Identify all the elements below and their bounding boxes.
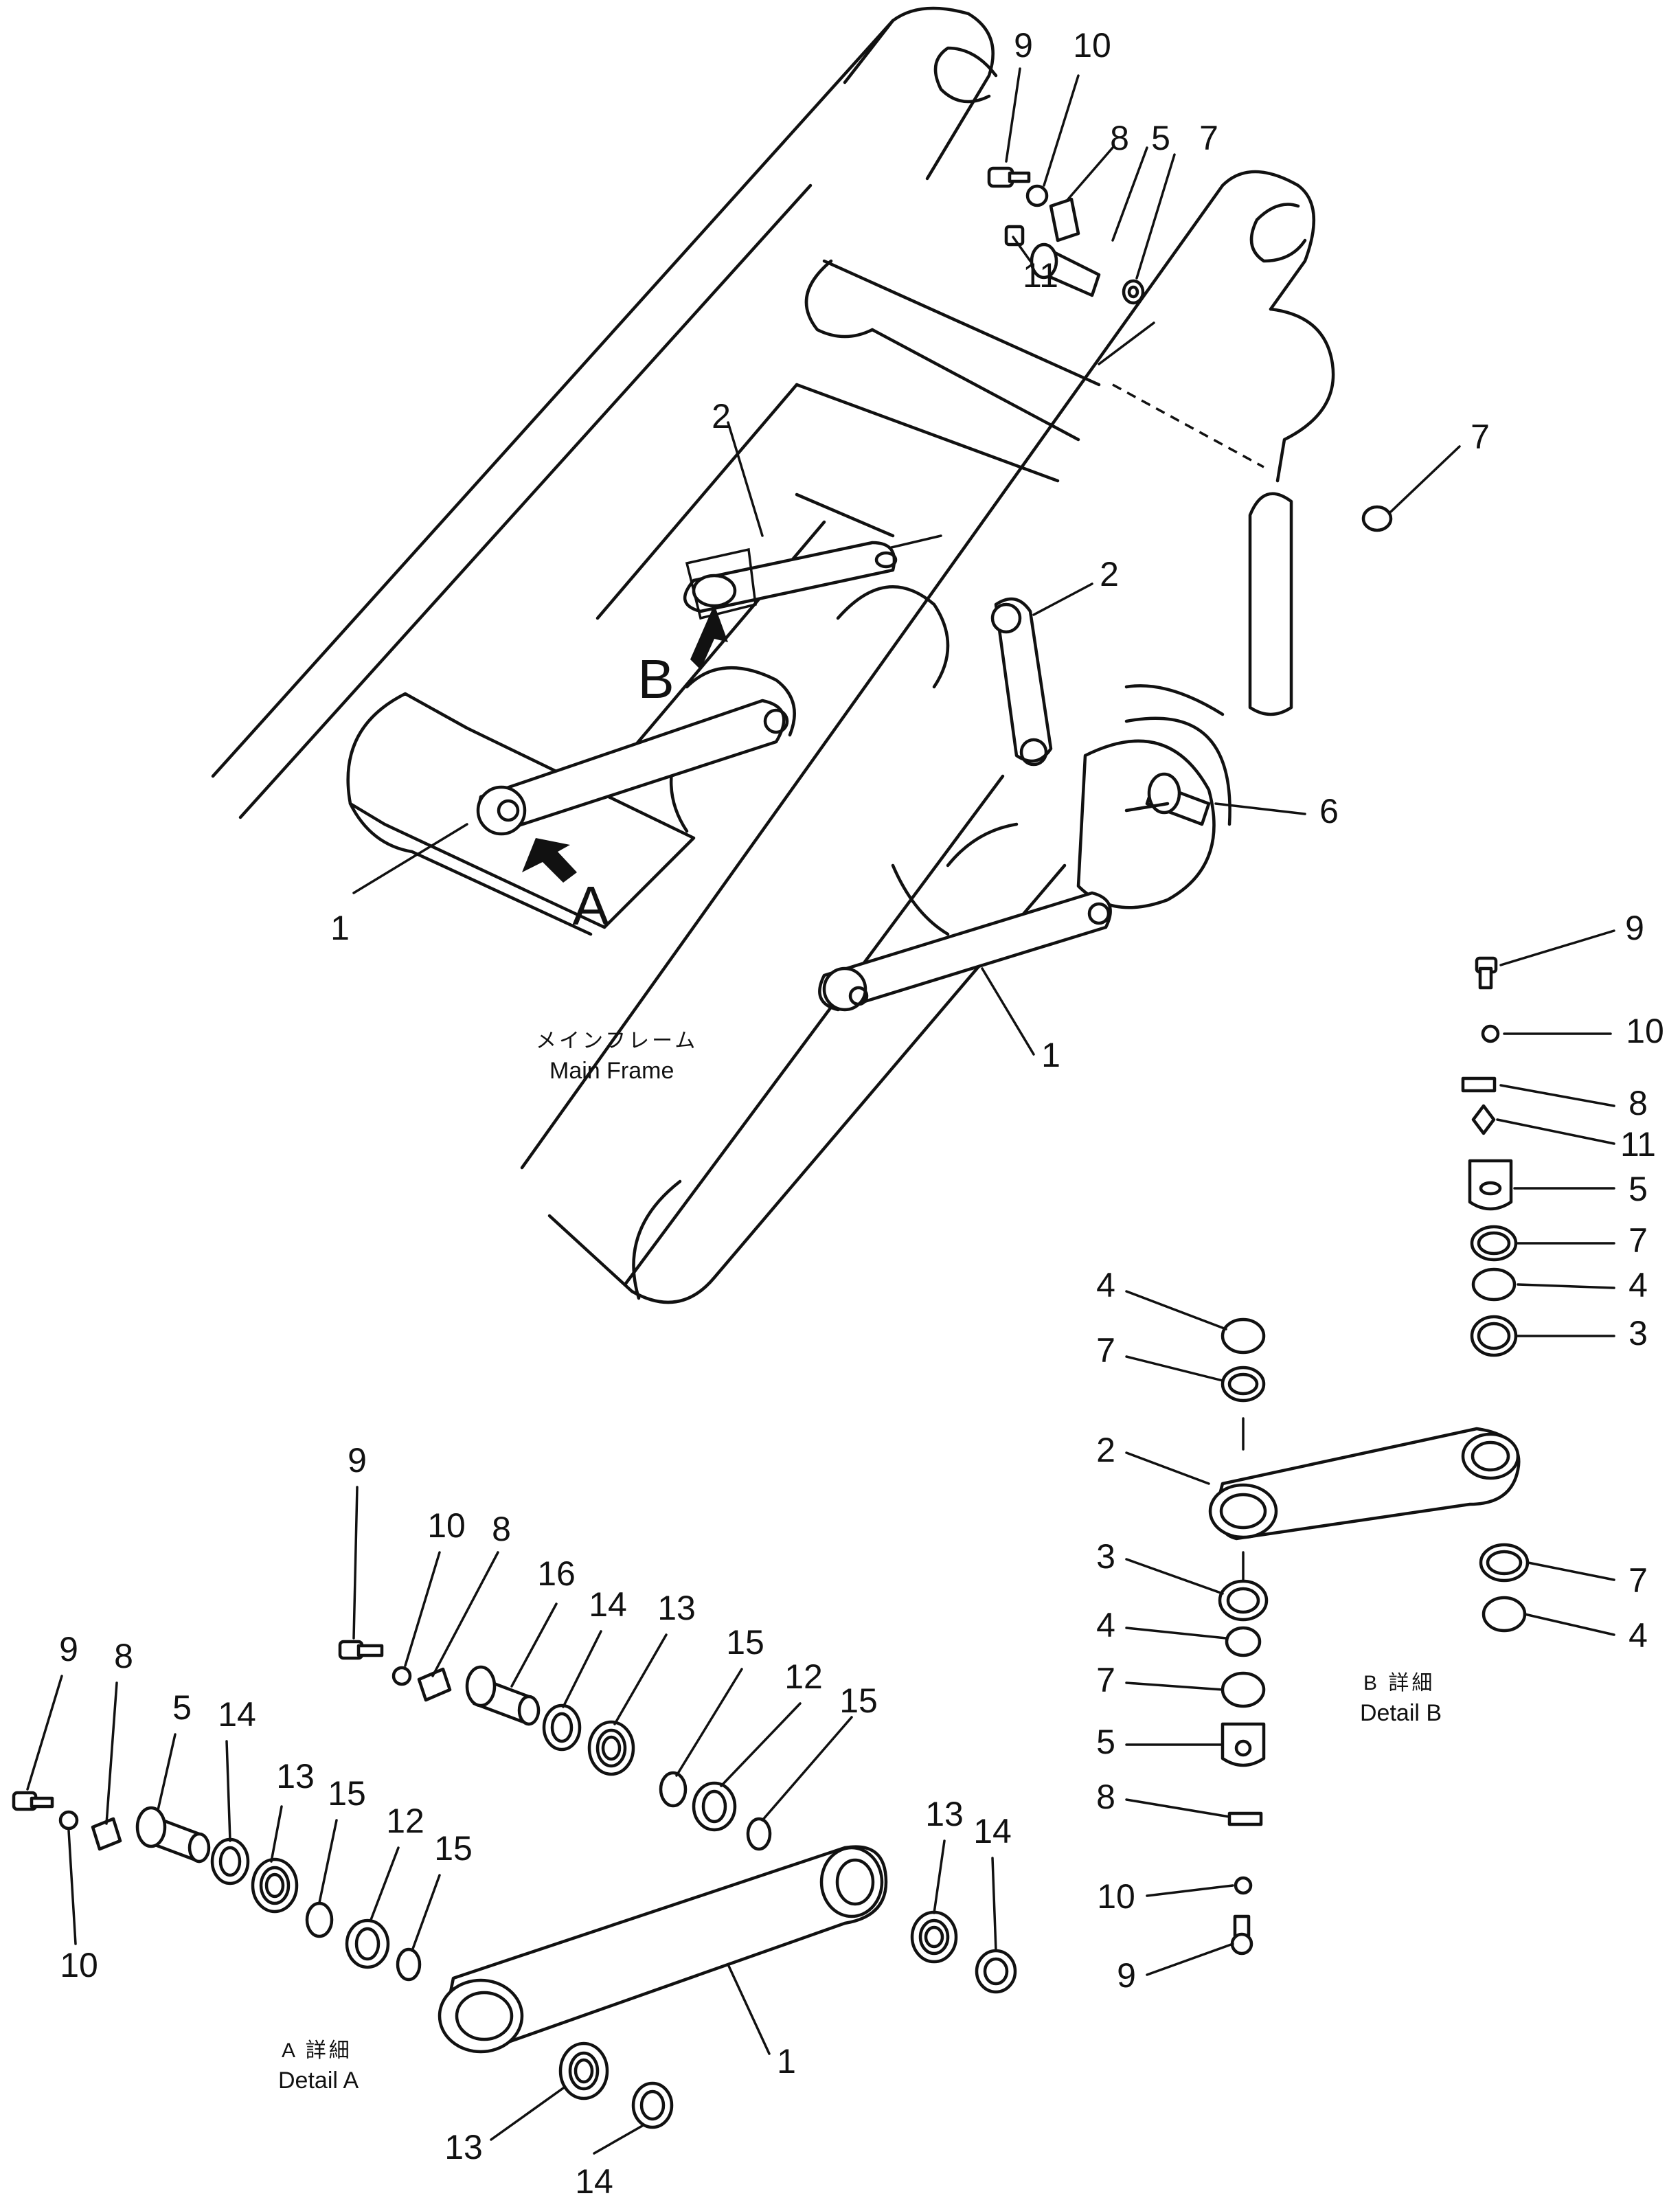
callout-a5l: 5: [172, 1688, 192, 1727]
main-link-1-upper: [476, 699, 789, 836]
detail-a-link-1: [438, 1845, 1017, 2129]
main-frame-caption-jp: メインフレーム: [536, 1030, 698, 1052]
main-pin-6: [1124, 772, 1211, 826]
callout-b9t: 9: [1625, 909, 1644, 947]
callout-b9l: 9: [1117, 1956, 1136, 1995]
callout-b11: 11: [1620, 1125, 1656, 1164]
callout-b4t: 4: [1628, 1266, 1648, 1304]
detail-a-lower-stack: [12, 1791, 422, 1982]
arrow-a-icon: [522, 838, 577, 883]
callout-a14t: 14: [589, 1585, 627, 1624]
main-link-2-lower: [990, 597, 1053, 767]
main-washer-7: [1361, 505, 1393, 532]
callout-b8l: 8: [1096, 1778, 1115, 1816]
callout-a16: 16: [537, 1554, 576, 1593]
callout-b5t: 5: [1628, 1170, 1648, 1208]
callout-b10l: 10: [1097, 1877, 1135, 1916]
callout-b3l: 3: [1096, 1537, 1115, 1576]
view-letter-a: A: [572, 875, 609, 936]
callout-m1a: 1: [330, 909, 350, 947]
callout-b4l2: 4: [1096, 1606, 1115, 1644]
callout-a15l2: 15: [434, 1829, 473, 1868]
callout-a13b: 13: [444, 2128, 483, 2166]
callout-m1b: 1: [1041, 1036, 1060, 1074]
detail-a-caption-jp: A 詳細: [282, 2039, 352, 2062]
callout-b7t: 7: [1628, 1221, 1648, 1260]
callout-b10t: 10: [1626, 1012, 1664, 1050]
callout-a8l: 8: [114, 1637, 133, 1675]
detail-b-link-2: [1208, 1427, 1521, 1541]
callout-b4r: 4: [1628, 1616, 1648, 1655]
detail-b-caption-en: Detail B: [1360, 1700, 1442, 1726]
callout-m7: 7: [1199, 119, 1218, 157]
main-bolts: [987, 166, 1080, 247]
callout-b4l: 4: [1096, 1266, 1115, 1304]
callout-b8t: 8: [1628, 1084, 1648, 1122]
callout-a10t: 10: [427, 1506, 466, 1545]
main-pin-5: [1030, 242, 1145, 305]
view-label-b: B: [637, 648, 674, 710]
callout-a15l: 15: [328, 1774, 366, 1813]
callout-a15t2: 15: [839, 1681, 878, 1720]
callout-m9: 9: [1014, 26, 1033, 65]
callout-a10l: 10: [60, 1946, 98, 1984]
callout-a14r: 14: [973, 1812, 1012, 1850]
detail-b-caption-jp: B 詳細: [1363, 1672, 1435, 1695]
callout-b3t: 3: [1628, 1314, 1648, 1352]
callout-a12t: 12: [784, 1657, 823, 1696]
view-label-a: A: [572, 875, 609, 936]
callout-m6: 6: [1319, 792, 1339, 830]
view-letter-b: B: [637, 648, 674, 710]
callout-b7l2: 7: [1096, 1661, 1115, 1699]
callout-a8t: 8: [492, 1510, 511, 1548]
arrow-b-icon: [690, 604, 728, 670]
callout-a9t: 9: [348, 1441, 367, 1480]
main-frame-caption-en: Main Frame: [549, 1058, 674, 1084]
main-link-1-lower: [818, 891, 1112, 1012]
callout-m10: 10: [1073, 26, 1111, 65]
detail-b-right-stack: [1461, 956, 1518, 1357]
callout-a9l: 9: [59, 1630, 78, 1668]
callout-a13r: 13: [925, 1795, 964, 1833]
main-frame-drawing: [211, 6, 1335, 1304]
callout-b7l: 7: [1096, 1331, 1115, 1370]
main-link-2-upper: [683, 541, 898, 620]
callout-b2: 2: [1096, 1431, 1115, 1469]
callout-m2a: 2: [712, 397, 731, 435]
callout-b7r: 7: [1628, 1561, 1648, 1600]
callout-m7b: 7: [1471, 418, 1490, 456]
callout-a12l: 12: [386, 1802, 424, 1840]
callout-a14l: 14: [218, 1695, 256, 1734]
callout-a13l: 13: [276, 1757, 315, 1795]
detail-b-right-rings: [1479, 1543, 1530, 1633]
detail-b-left-stack: [1218, 1317, 1269, 1956]
callout-a15t: 15: [726, 1623, 764, 1662]
callout-m8: 8: [1110, 119, 1129, 157]
detail-a-caption-en: Detail A: [278, 2068, 359, 2094]
leader-lines: [26, 67, 1615, 2155]
callout-m11: 11: [1023, 256, 1058, 295]
callout-labels: 9 10 8 5 7 11 7 2 2 6 1 1 9 10 8 11 5 7 …: [59, 26, 1664, 2201]
callout-a1: 1: [777, 2042, 796, 2081]
callout-a14b: 14: [575, 2162, 613, 2201]
callout-a13t: 13: [657, 1589, 696, 1627]
callout-m5: 5: [1151, 119, 1170, 157]
callout-b5l: 5: [1096, 1723, 1115, 1761]
callout-m2b: 2: [1100, 555, 1119, 593]
